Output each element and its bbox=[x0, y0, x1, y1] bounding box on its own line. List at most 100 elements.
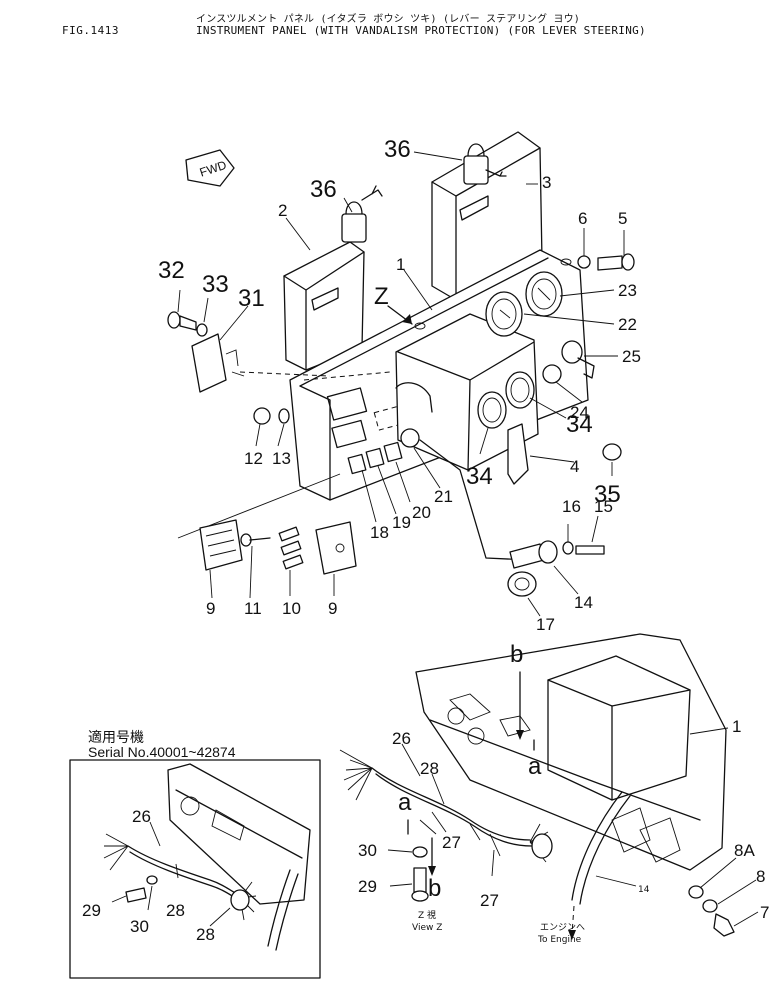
callout-16: 16 bbox=[562, 497, 581, 516]
callout-17: 17 bbox=[536, 615, 555, 634]
view-arrow-label: Z bbox=[374, 283, 389, 310]
title-english: INSTRUMENT PANEL (WITH VANDALISM PROTECT… bbox=[196, 24, 646, 37]
callout-24: 24 bbox=[570, 403, 589, 422]
callout-26: 26 bbox=[392, 729, 411, 748]
bolt-32 bbox=[167, 311, 197, 331]
engine-caption: エンジンへ To Engine bbox=[537, 923, 585, 945]
callout-25: 25 bbox=[622, 347, 641, 366]
fwd-arrow-tag: FWD bbox=[185, 149, 235, 187]
callout-14: 14 bbox=[574, 593, 593, 612]
callout-14-view: 14 bbox=[638, 885, 650, 895]
view-z-caption: Z 視 View Z bbox=[412, 909, 442, 933]
padlock-36-right bbox=[463, 143, 507, 185]
fuses-10 bbox=[278, 526, 304, 570]
inset-callout-30: 30 bbox=[130, 917, 149, 936]
leaders-view-z bbox=[387, 727, 759, 927]
callout-34b: 34 bbox=[566, 411, 593, 438]
title-japanese: インスツルメント パネル (イタズラ ボウシ ツキ) (レバー ステアリング ヨ… bbox=[196, 14, 581, 25]
view-arrow-z: Z bbox=[374, 283, 413, 325]
callouts-view-z: b a b 26 28 30 29 27 27 1 8A 8 7 14 a bbox=[358, 641, 769, 922]
callout-27b: 27 bbox=[480, 891, 499, 910]
callout-8: 8 bbox=[756, 867, 765, 886]
view-z-assembly bbox=[415, 633, 727, 871]
callout-a-left: a bbox=[398, 789, 412, 816]
callout-35: 35 bbox=[594, 481, 621, 508]
figure-number: FIG.1413 bbox=[62, 24, 119, 37]
cable-14-to-engine bbox=[568, 791, 631, 940]
fuse-cover-9 bbox=[315, 521, 357, 575]
callout-1: 1 bbox=[396, 255, 405, 274]
bracket-4 bbox=[507, 423, 529, 485]
callout-29: 29 bbox=[358, 877, 377, 896]
callout-8a: 8A bbox=[734, 841, 755, 860]
inset-serial: Serial No.40001~42874 bbox=[88, 744, 236, 760]
callout-2: 2 bbox=[278, 201, 287, 220]
inset-callout-26: 26 bbox=[132, 807, 151, 826]
hose bbox=[395, 382, 433, 413]
washer-13 bbox=[278, 408, 290, 424]
switch-row bbox=[347, 428, 420, 475]
callout-28: 28 bbox=[420, 759, 439, 778]
callout-13: 13 bbox=[272, 449, 291, 468]
knob-17 bbox=[507, 571, 537, 597]
cable-to-switch bbox=[419, 439, 531, 561]
callouts-upper: 36 36 3 2 6 5 1 32 33 31 23 22 25 24 12 … bbox=[158, 136, 641, 634]
leaders-upper bbox=[177, 151, 625, 617]
cover-3 bbox=[431, 131, 543, 301]
callout-7: 7 bbox=[760, 903, 769, 922]
callout-23: 23 bbox=[618, 281, 637, 300]
callout-9a: 9 bbox=[206, 599, 215, 618]
inset-serial-jp: 適用号機 bbox=[88, 729, 144, 745]
engine-jp: エンジンへ bbox=[540, 923, 585, 933]
callout-21: 21 bbox=[434, 487, 453, 506]
screw-11 bbox=[240, 533, 271, 547]
callout-27a: 27 bbox=[442, 833, 461, 852]
callout-6: 6 bbox=[578, 209, 587, 228]
key-switch-25 bbox=[542, 340, 595, 384]
bolt-29 bbox=[411, 867, 429, 902]
callout-1-view: 1 bbox=[732, 717, 741, 736]
callout-19: 19 bbox=[392, 513, 411, 532]
callout-33: 33 bbox=[202, 271, 229, 298]
callout-31: 31 bbox=[238, 285, 265, 312]
washer-8 bbox=[702, 899, 718, 913]
callout-10: 10 bbox=[282, 599, 301, 618]
inset-box: 適用号機 Serial No.40001~42874 26 29 30 28 2… bbox=[69, 729, 321, 979]
nut-35 bbox=[602, 443, 622, 461]
callout-b-top: b bbox=[510, 641, 523, 668]
washer-6 bbox=[577, 255, 591, 269]
callout-11: 11 bbox=[244, 599, 262, 618]
callout-36a: 36 bbox=[384, 136, 411, 163]
inset-callout-29: 29 bbox=[82, 901, 101, 920]
callout-12: 12 bbox=[244, 449, 263, 468]
switch-14 bbox=[509, 540, 558, 569]
bolt-15 bbox=[575, 545, 605, 555]
wire-harness bbox=[339, 749, 553, 863]
fuse-block-9 bbox=[199, 519, 243, 571]
callout-4: 4 bbox=[570, 457, 579, 476]
callout-a-right: a bbox=[528, 753, 542, 780]
inset-callout-28a: 28 bbox=[166, 901, 185, 920]
bolt-5 bbox=[597, 253, 635, 271]
washer-16 bbox=[562, 541, 574, 555]
callout-18: 18 bbox=[370, 523, 389, 542]
callout-5: 5 bbox=[618, 209, 627, 228]
callout-36b: 36 bbox=[310, 176, 337, 203]
callout-32: 32 bbox=[158, 257, 185, 284]
callout-3: 3 bbox=[542, 173, 551, 192]
washer-30 bbox=[412, 846, 428, 858]
callout-9b: 9 bbox=[328, 599, 337, 618]
callout-15: 15 bbox=[594, 497, 613, 516]
nut-12 bbox=[253, 407, 271, 425]
bracket-31 bbox=[191, 333, 331, 393]
callout-20: 20 bbox=[412, 503, 431, 522]
engine-en: To Engine bbox=[537, 935, 582, 945]
view-z-jp: Z 視 bbox=[418, 909, 436, 921]
meter-box bbox=[395, 313, 539, 471]
callout-22: 22 bbox=[618, 315, 637, 334]
callout-30: 30 bbox=[358, 841, 377, 860]
view-z-en: View Z bbox=[412, 923, 442, 933]
callout-b-bottom: b bbox=[428, 875, 441, 902]
reference-arrows bbox=[407, 671, 535, 876]
